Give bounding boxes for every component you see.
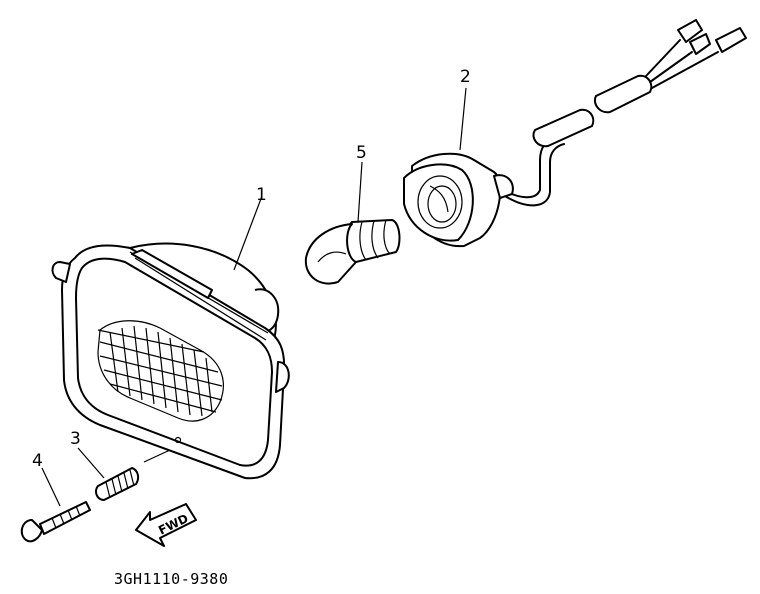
- headlight-unit: [51, 242, 290, 480]
- lens-pattern: [97, 320, 224, 422]
- spring: [95, 467, 140, 501]
- callout-4: 4: [32, 451, 43, 471]
- bulb: [304, 219, 401, 285]
- adjusting-screw: [20, 501, 91, 543]
- diagram-part-number: 3GH1110-9380: [114, 570, 228, 588]
- leader-lines: [41, 87, 467, 507]
- forward-arrow: FWD: [135, 503, 197, 547]
- bulb-socket-cord: [403, 19, 747, 248]
- callout-2: 2: [460, 67, 471, 87]
- callout-5: 5: [356, 143, 367, 163]
- callout-3: 3: [70, 429, 81, 449]
- callout-1: 1: [256, 185, 267, 205]
